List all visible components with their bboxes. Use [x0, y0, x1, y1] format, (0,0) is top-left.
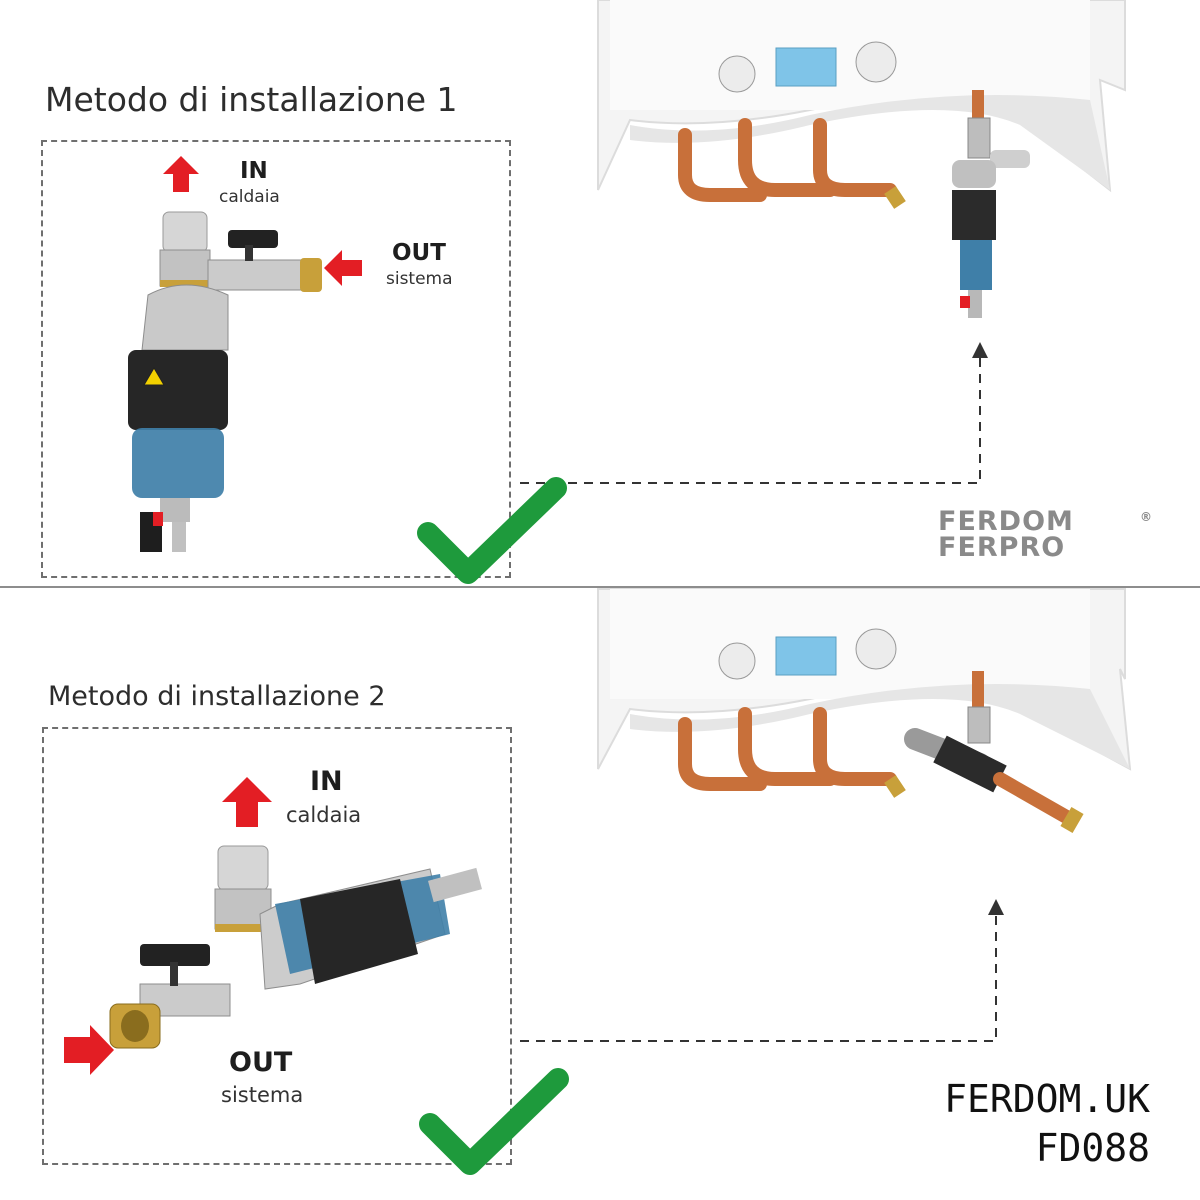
method-1-title: Metodo di installazione 1	[45, 80, 458, 119]
boiler-illustration-1	[597, 0, 1126, 318]
checkmark-icon	[419, 1068, 569, 1175]
red-arrow-up-icon	[163, 156, 199, 192]
section-divider	[0, 586, 1200, 588]
method-2-product-frame	[42, 727, 512, 1165]
filter-product-2	[109, 845, 482, 1049]
boiler-illustration-2	[597, 588, 1132, 834]
ferdom-logo-line2: FERPRO	[938, 532, 1066, 563]
installation-method-1: Metodo di installazione 1	[0, 0, 1200, 587]
installation-method-2: Metodo di installazione 2	[0, 588, 1200, 1200]
red-arrow-right-icon	[64, 1025, 114, 1075]
method-1-out-sublabel: sistema	[386, 269, 453, 289]
method-2-out-sublabel: sistema	[221, 1083, 304, 1107]
method-1-out-label: OUT	[392, 240, 446, 266]
red-arrow-up-icon	[222, 777, 272, 827]
method-2-title: Metodo di installazione 2	[48, 681, 386, 712]
filter-product-1	[128, 211, 322, 552]
method-1-in-sublabel: caldaia	[219, 187, 280, 207]
method-1-product-frame	[41, 140, 511, 578]
method-2-in-sublabel: caldaia	[286, 803, 362, 827]
dashed-connector-arrow-icon	[520, 899, 1004, 1042]
checkmark-icon	[417, 477, 567, 584]
brand-site: FERDOM.UK	[944, 1077, 1150, 1121]
ferdom-logo-line1: FERDOM	[938, 506, 1074, 537]
product-code: FD088	[1035, 1126, 1150, 1170]
method-2-in-label: IN	[310, 766, 343, 797]
method-2-out-label: OUT	[229, 1047, 293, 1078]
ferdom-logo-mark: ®	[1140, 510, 1153, 524]
red-arrow-left-icon	[324, 250, 362, 286]
method-1-in-label: IN	[240, 158, 268, 184]
dashed-connector-arrow-icon	[520, 342, 988, 484]
